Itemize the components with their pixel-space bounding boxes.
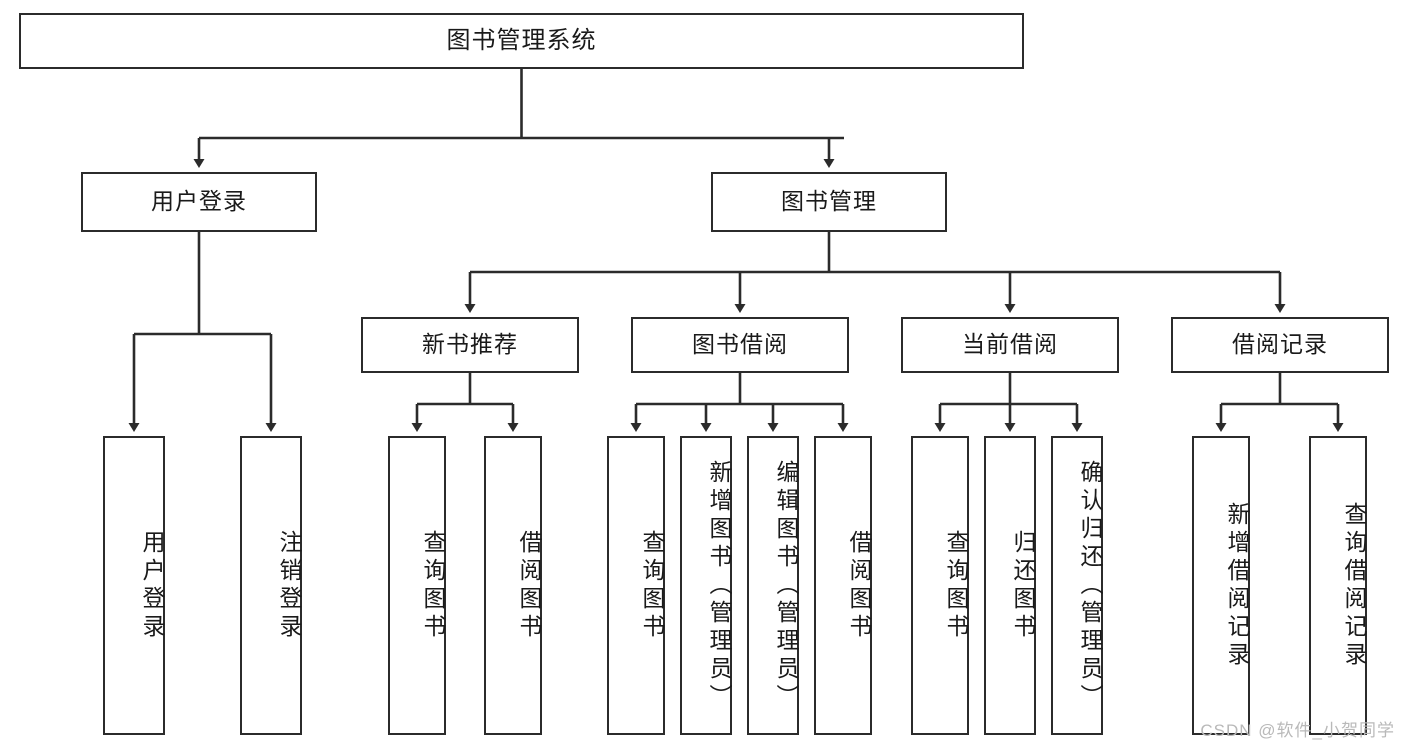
leaf-query-book-recommend[interactable]: 查询图书 xyxy=(388,436,446,735)
leaf-add-book-admin[interactable]: 新增图书（管理员） xyxy=(680,436,732,735)
leaf-add-borrow-record[interactable]: 新增借阅记录 xyxy=(1192,436,1250,735)
node-borrow-record[interactable]: 借阅记录 xyxy=(1171,317,1389,373)
leaf-user-login[interactable]: 用户登录 xyxy=(103,436,165,735)
node-root[interactable]: 图书管理系统 xyxy=(19,13,1024,69)
leaf-borrow-book[interactable]: 借阅图书 xyxy=(814,436,872,735)
watermark: CSDN @软件_小贺同学 xyxy=(1200,721,1395,740)
node-book-borrow-label: 图书借阅 xyxy=(692,331,788,358)
leaf-query-borrow-record[interactable]: 查询借阅记录 xyxy=(1309,436,1367,735)
leaf-query-book-current-label: 查询图书 xyxy=(943,529,969,642)
node-root-label: 图书管理系统 xyxy=(446,26,597,54)
leaf-confirm-return-admin-label: 确认归还（管理员） xyxy=(1077,459,1103,712)
leaf-query-borrow-record-label: 查询借阅记录 xyxy=(1341,501,1367,670)
node-current-borrow-label: 当前借阅 xyxy=(962,331,1058,358)
leaf-return-book-label: 归还图书 xyxy=(1010,529,1036,642)
leaf-borrow-book-recommend[interactable]: 借阅图书 xyxy=(484,436,542,735)
leaf-logout-label: 注销登录 xyxy=(276,529,302,642)
leaf-query-book-current[interactable]: 查询图书 xyxy=(911,436,969,735)
leaf-query-book-recommend-label: 查询图书 xyxy=(420,529,446,642)
node-book-management-label: 图书管理 xyxy=(781,188,877,215)
leaf-logout[interactable]: 注销登录 xyxy=(240,436,302,735)
node-user-login[interactable]: 用户登录 xyxy=(81,172,317,232)
leaf-query-book-borrow-label: 查询图书 xyxy=(639,529,665,642)
leaf-edit-book-admin-label: 编辑图书（管理员） xyxy=(773,459,799,712)
node-new-book-recommend[interactable]: 新书推荐 xyxy=(361,317,579,373)
leaf-add-book-admin-label: 新增图书（管理员） xyxy=(706,459,732,712)
leaf-confirm-return-admin[interactable]: 确认归还（管理员） xyxy=(1051,436,1103,735)
leaf-user-login-label: 用户登录 xyxy=(139,529,165,642)
node-book-management[interactable]: 图书管理 xyxy=(711,172,947,232)
node-borrow-record-label: 借阅记录 xyxy=(1232,331,1328,358)
node-current-borrow[interactable]: 当前借阅 xyxy=(901,317,1119,373)
leaf-borrow-book-label: 借阅图书 xyxy=(846,529,872,642)
node-book-borrow[interactable]: 图书借阅 xyxy=(631,317,849,373)
leaf-return-book[interactable]: 归还图书 xyxy=(984,436,1036,735)
leaf-borrow-book-recommend-label: 借阅图书 xyxy=(516,529,542,642)
node-new-book-recommend-label: 新书推荐 xyxy=(422,331,518,358)
leaf-edit-book-admin[interactable]: 编辑图书（管理员） xyxy=(747,436,799,735)
leaf-add-borrow-record-label: 新增借阅记录 xyxy=(1224,501,1250,670)
leaf-query-book-borrow[interactable]: 查询图书 xyxy=(607,436,665,735)
node-user-login-label: 用户登录 xyxy=(151,188,247,215)
